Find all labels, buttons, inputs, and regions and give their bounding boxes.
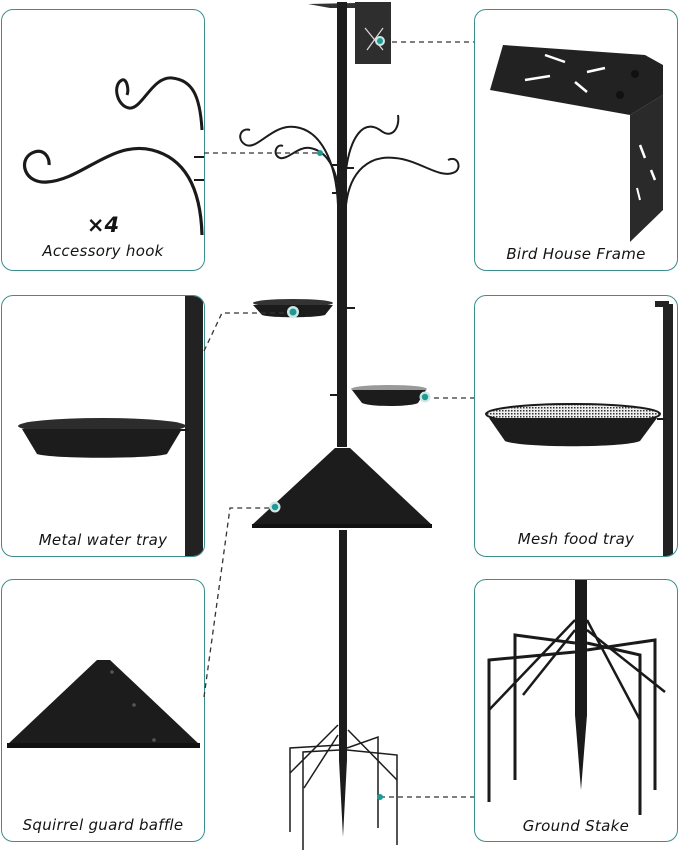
panel-bird-house-frame: Bird House Frame (474, 9, 678, 271)
hook-icon (22, 76, 204, 236)
panel-metal-water-tray: Metal water tray (1, 295, 205, 557)
mesh-tray-icon (485, 301, 673, 556)
panel-mesh-food-tray: Mesh food tray (474, 295, 678, 557)
leader-squirrel-guard-baffle (203, 507, 275, 698)
panel-squirrel-guard-baffle: Squirrel guard baffle (1, 579, 205, 842)
baffle-icon (7, 660, 200, 748)
stake-icon (487, 580, 666, 815)
water-tray-icon (18, 296, 203, 556)
bracket-icon (490, 45, 663, 242)
panel-ground-stake: Ground Stake (474, 579, 678, 842)
panel-label: Ground Stake (522, 817, 630, 835)
marker-dots (269, 36, 431, 800)
panel-label: Accessory hook (42, 242, 164, 260)
leader-metal-water-tray (203, 312, 293, 352)
panel-label: Bird House Frame (506, 245, 646, 263)
panel-accessory-hook: ×4 Accessory hook (1, 9, 205, 271)
panel-label: Squirrel guard baffle (22, 816, 184, 834)
panel-label: Mesh food tray (517, 530, 635, 548)
panel-label: Metal water tray (38, 531, 168, 549)
hook-quantity: ×4 (86, 213, 120, 237)
